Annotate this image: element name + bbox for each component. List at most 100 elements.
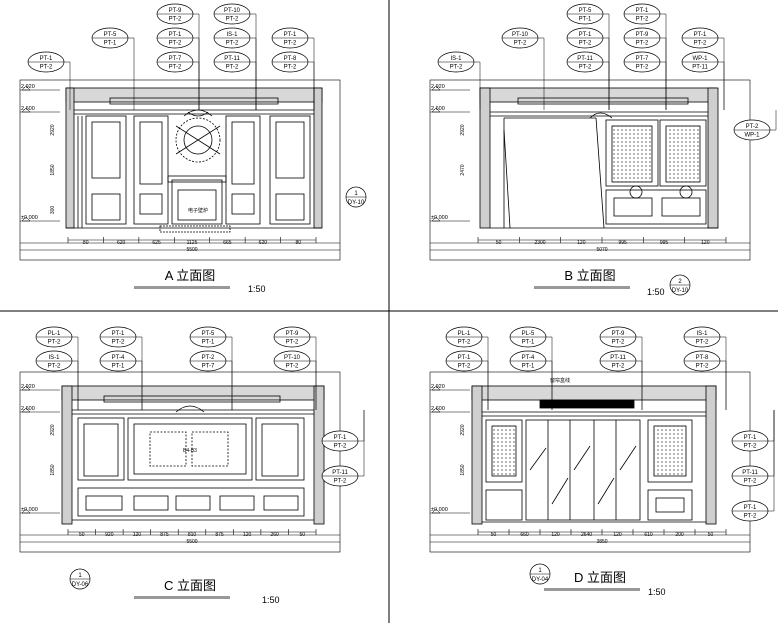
vertical-dimension: 300 xyxy=(50,206,56,215)
section-callout-number: 1 xyxy=(78,573,82,579)
material-tag-code: PT-1 xyxy=(104,41,117,47)
material-tag-code: PT-2 xyxy=(636,41,649,47)
material-tag-code: PT-5 xyxy=(104,32,117,38)
material-tag-code: PT-1 xyxy=(169,32,182,38)
material-tag-code: PT-2 xyxy=(744,479,757,485)
level-label: 2.920 xyxy=(21,84,35,90)
material-tag-code: PT-8 xyxy=(696,355,709,361)
section-callout-number: 2 xyxy=(678,279,682,285)
dimension-value: 120 xyxy=(133,532,142,538)
elevation-scale: 1:50 xyxy=(248,284,266,294)
material-tag-code: PT-9 xyxy=(612,331,625,337)
material-tag-code: PT-1 xyxy=(40,56,53,62)
dimension-value: 120 xyxy=(551,532,560,538)
level-label: 2.600 xyxy=(431,406,445,412)
vertical-dimension: 2920 xyxy=(50,124,56,135)
material-tag-code: PT-1 xyxy=(334,435,347,441)
dimension-value: 120 xyxy=(701,240,710,246)
material-tag-code: PT-10 xyxy=(284,355,301,361)
material-tag-code: PT-1 xyxy=(744,505,757,511)
material-tag-code: PT-7 xyxy=(169,56,182,62)
dimension-value: 1125 xyxy=(187,240,198,246)
elevation-title: B 立面图 xyxy=(564,268,615,283)
material-tag-code: PT-1 xyxy=(458,355,471,361)
material-tag-code: PT-11 xyxy=(577,56,593,62)
dimension-value: 625 xyxy=(152,240,161,246)
material-tag-code: PT-9 xyxy=(286,331,299,337)
material-tag-code: PT-2 xyxy=(112,340,125,346)
material-tag-code: PT-7 xyxy=(636,56,649,62)
material-tag-code: PT-2 xyxy=(169,41,182,47)
section-callout-ref: DY-06 xyxy=(72,582,89,588)
dimension-value: 810 xyxy=(188,532,197,538)
title-underline xyxy=(134,596,230,599)
dimension-value: 200 xyxy=(675,532,684,538)
title-underline xyxy=(534,286,630,289)
dimension-total: 3850 xyxy=(596,539,607,545)
material-tag-code: PT-2 xyxy=(746,124,759,130)
material-tag-code: PT-2 xyxy=(514,41,527,47)
dimension-value: 50 xyxy=(299,532,305,538)
dimension-value: 120 xyxy=(577,240,586,246)
elevation-note: B4-B3 xyxy=(183,448,197,454)
material-tag-code: PT-2 xyxy=(579,65,592,71)
dimension-value: 80 xyxy=(296,240,302,246)
material-tag-code: PT-9 xyxy=(636,32,649,38)
title-underline xyxy=(134,286,230,289)
level-label: ±0.000 xyxy=(431,215,448,221)
dimension-value: 920 xyxy=(105,532,114,538)
material-tag-code: PT-2 xyxy=(334,444,347,450)
section-callout-number: 1 xyxy=(354,191,358,197)
material-tag-code: IS-1 xyxy=(226,32,238,38)
dimension-value: 875 xyxy=(215,532,224,538)
material-tag-code: PT-2 xyxy=(744,444,757,450)
dimension-total: 5500 xyxy=(186,247,197,253)
vertical-dimension: 1850 xyxy=(50,464,56,475)
dimension-value: 2640 xyxy=(581,532,592,538)
level-label: ±0.000 xyxy=(431,507,448,513)
material-tag-code: PT-11 xyxy=(610,355,626,361)
material-tag-code: PT-2 xyxy=(284,41,297,47)
material-tag-code: PT-1 xyxy=(579,17,592,23)
material-tag-code: PT-1 xyxy=(744,435,757,441)
material-tag-code: PT-1 xyxy=(636,8,649,14)
material-tag-code: PT-2 xyxy=(612,364,625,370)
material-tag-code: PT-2 xyxy=(636,65,649,71)
material-tag-code: PT-2 xyxy=(612,340,625,346)
material-tag-code: PT-2 xyxy=(744,514,757,520)
material-tag-code: PT-1 xyxy=(522,340,535,346)
elevation-title: C 立面图 xyxy=(164,578,216,593)
dimension-value: 120 xyxy=(243,532,252,538)
dimension-value: 620 xyxy=(117,240,126,246)
dimension-value: 50 xyxy=(496,240,502,246)
dimension-value: 2300 xyxy=(534,240,545,246)
material-tag-code: PT-2 xyxy=(636,17,649,23)
material-tag-code: PT-2 xyxy=(48,340,61,346)
material-tag-code: PT-2 xyxy=(226,65,239,71)
material-tag-code: PT-2 xyxy=(450,65,463,71)
material-tag-code: PT-11 xyxy=(742,470,758,476)
dimension-value: 995 xyxy=(660,240,669,246)
vertical-dimension: 2920 xyxy=(460,424,466,435)
elevation-scale: 1:50 xyxy=(262,595,280,605)
dimension-value: 995 xyxy=(618,240,627,246)
level-label: ±0.000 xyxy=(21,215,38,221)
section-callout-number: 1 xyxy=(538,568,542,574)
elevation-title: A 立面图 xyxy=(165,268,216,283)
material-tag-code: PT-7 xyxy=(202,364,215,370)
material-tag-code: PT-2 xyxy=(169,17,182,23)
material-tag-code: PT-1 xyxy=(579,32,592,38)
material-tag-code: PL-5 xyxy=(522,331,535,337)
material-tag-code: PT-9 xyxy=(169,8,182,14)
material-tag-code: IS-1 xyxy=(696,331,708,337)
material-tag-code: PT-5 xyxy=(202,331,215,337)
elevation-note: 电子壁炉 xyxy=(188,207,208,214)
dimension-value: 80 xyxy=(83,240,89,246)
dimension-value: 660 xyxy=(520,532,529,538)
level-label: 2.600 xyxy=(21,406,35,412)
material-tag-code: IS-1 xyxy=(450,56,462,62)
material-tag-code: PT-1 xyxy=(112,331,125,337)
elevation-scale: 1:50 xyxy=(648,587,666,597)
material-tag-code: PT-2 xyxy=(694,41,707,47)
material-tag-code: PT-2 xyxy=(696,340,709,346)
